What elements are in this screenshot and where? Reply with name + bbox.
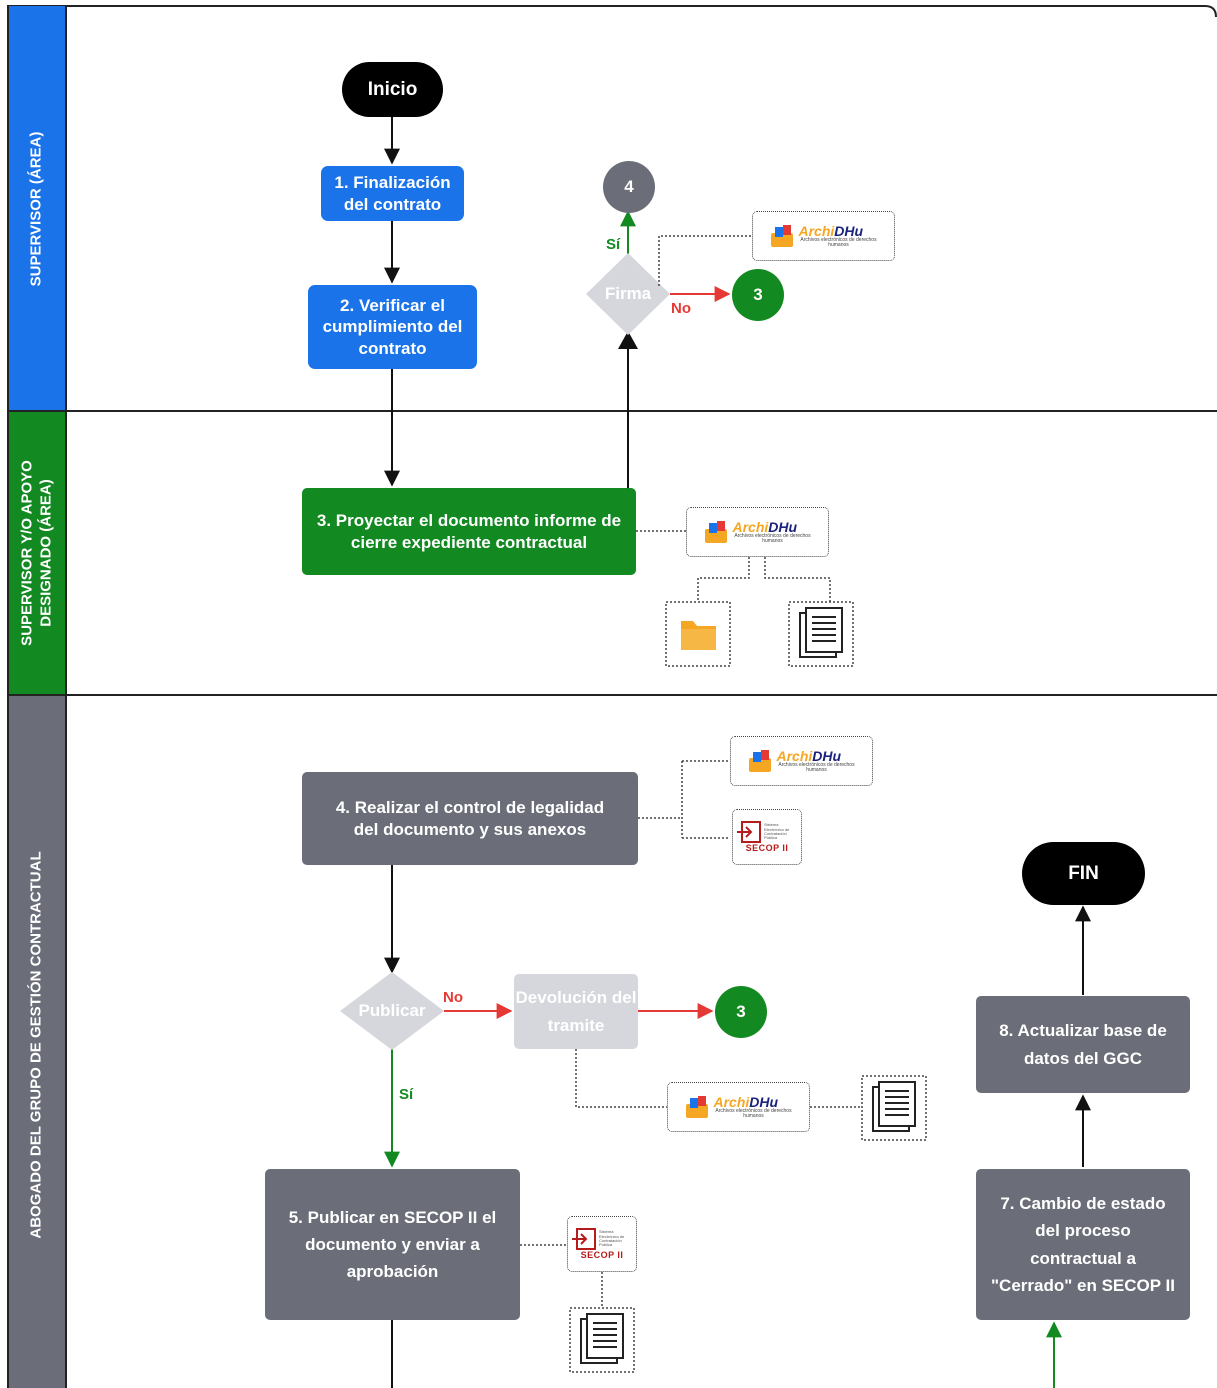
archidhu-logo: ArchiDHu Archivos electrónicos de derech… [667,1082,810,1132]
connector-3-firma: 3 [732,269,784,321]
dotted-archi-folder [697,557,750,602]
dotted-devolucion-archi [575,1049,667,1108]
document-icon [861,1075,927,1141]
lane-header-abogado [8,695,66,1388]
flow-label-no-publicar: No [443,989,463,1006]
flow-label-si-publicar: Sí [399,1086,414,1103]
document-icon [569,1307,635,1373]
document-icon [788,601,854,667]
start-terminal: Inicio [342,62,443,117]
end-terminal: FIN [1022,842,1145,905]
archidhu-logo: ArchiDHu Archivos electrónicos de derech… [730,736,873,786]
lane-label-supervisor: SUPERVISOR (ÁREA) [27,131,45,287]
step-7-box: 7. Cambio de estado del proceso contract… [976,1169,1190,1320]
flow-label-si-firma: Sí [606,236,621,253]
flow-label-no-firma: No [671,300,691,317]
dotted-archi-docs [764,557,831,602]
archidhu-logo: ArchiDHu Archivos electrónicos de derech… [686,507,829,557]
connector-3-devolucion: 3 [715,986,767,1038]
archidhu-icon [703,519,729,545]
outer-frame [7,5,1217,1388]
step-2-box: 2. Verificar el cumplimiento del contrat… [308,285,477,369]
archidhu-icon [769,223,795,249]
connector-4: 4 [603,161,655,213]
secop-logo: Sistema Electrónico de Contratación Públ… [732,809,802,865]
step-8-box: 8. Actualizar base de datos del GGC [976,996,1190,1093]
lane-label-apoyo: SUPERVISOR Y/O APOYO DESIGNADO (ÁREA) [18,460,54,646]
lane-header-supervisor [8,6,66,412]
dotted-step4-bracket [638,760,730,839]
decision-firma-label: Firma [604,284,652,304]
step-3-box: 3. Proyectar el documento informe de cie… [302,488,636,575]
secop-icon [737,821,761,843]
archidhu-icon [684,1094,710,1120]
decision-publicar-shape [340,972,444,1050]
secop-logo: Sistema Electrónico de Contratación Públ… [567,1216,637,1272]
devolucion-box: Devolución del tramite [514,974,638,1049]
folder-icon [665,601,731,667]
step-1-box: 1. Finalización del contrato [321,166,464,221]
archidhu-icon [747,748,773,774]
step-5-box: 5. Publicar en SECOP II el documento y e… [265,1169,520,1320]
archidhu-logo: ArchiDHu Archivos electrónicos de derech… [752,211,895,261]
dotted-firma-archi [658,235,752,286]
lane-header-apoyo [8,412,66,695]
lane-label-abogado: ABOGADO DEL GRUPO DE GESTIÓN CONTRACTUAL [27,851,45,1239]
step-4-box: 4. Realizar el control de legalidad del … [302,772,638,865]
secop-icon [572,1228,596,1250]
decision-firma-shape [586,253,670,335]
decision-publicar-label: Publicar [358,1001,426,1021]
arrow-firma-head [618,331,638,349]
